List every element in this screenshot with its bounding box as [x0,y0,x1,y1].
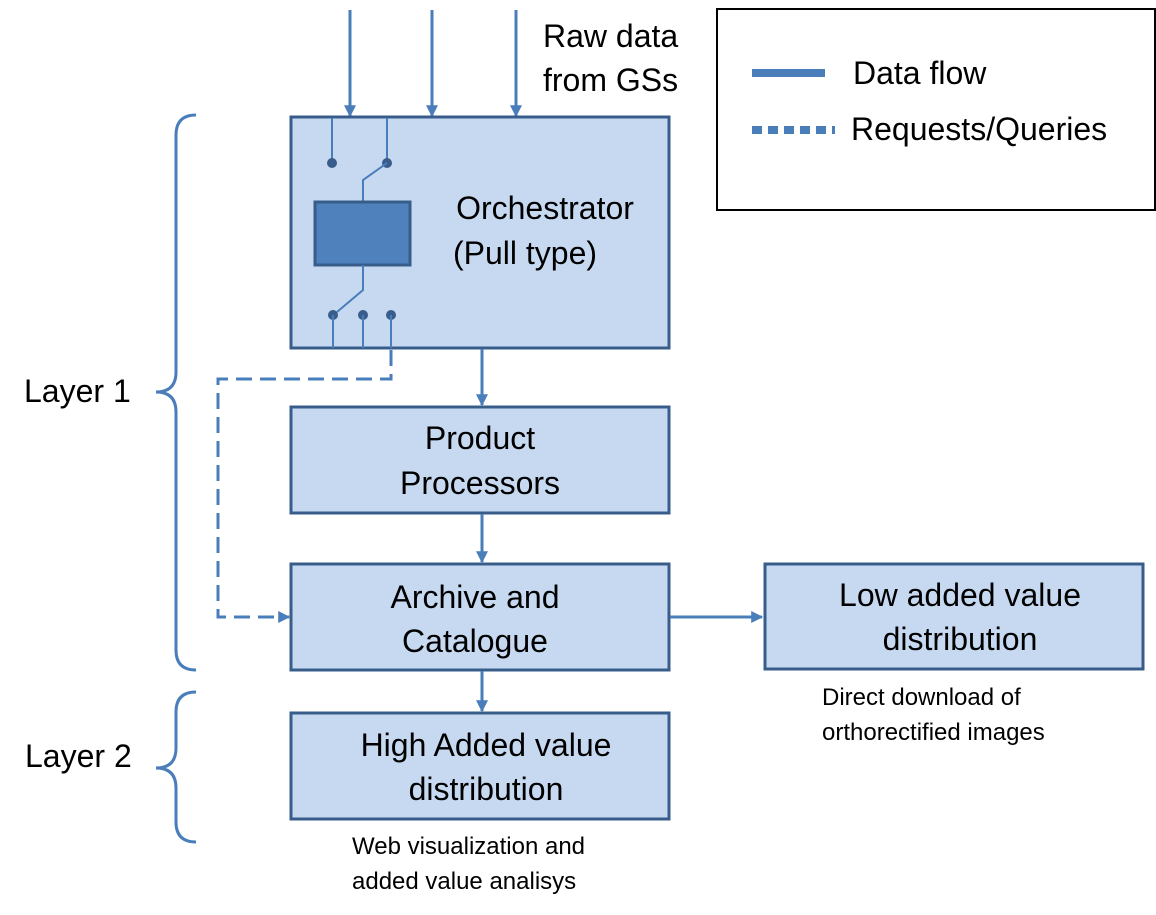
archive-label-line1: Archive and [391,579,560,615]
requests-dashed-path [216,350,393,623]
legend-requests-label: Requests/Queries [851,111,1107,147]
high-value-node: High Added value distribution [289,711,671,821]
processors-label-line2: Processors [400,465,560,501]
processors-box [289,405,671,515]
raw-data-arrows [344,10,522,118]
raw-data-label-line1: Raw data [543,18,678,54]
orchestrator-label-line2: (Pull type) [453,235,597,271]
orchestrator-node: Orchestrator (Pull type) [289,115,671,350]
layer1-label: Layer 1 [24,373,131,409]
layer1-brace [155,113,197,672]
high-value-box [289,711,671,821]
low-value-label-line2: distribution [883,621,1038,657]
web-vis-note-line1: Web visualization and [352,833,585,860]
low-value-box [763,562,1145,671]
legend-data-flow-label: Data flow [853,55,987,91]
processors-label-line1: Product [425,420,535,456]
raw-data-label-line2: from GSs [543,62,678,98]
archive-label-line2: Catalogue [402,623,548,659]
direct-download-note-line2: orthorectified images [822,719,1045,746]
archive-node: Archive and Catalogue [289,562,671,672]
layer2-brace [155,690,197,844]
web-vis-note-line2: added value analisys [352,868,576,895]
archive-box [289,562,671,672]
legend-box [716,8,1156,211]
high-value-label-line1: High Added value [361,727,612,763]
direct-download-note-line1: Direct download of [822,684,1021,711]
low-value-node: Low added value distribution [763,562,1145,671]
orchestrator-label-line1: Orchestrator [456,190,634,226]
layer2-label: Layer 2 [25,738,132,774]
low-value-label-line1: Low added value [839,577,1081,613]
high-value-label-line2: distribution [409,771,564,807]
processors-node: Product Processors [289,405,671,515]
switch-icon [313,118,412,348]
legend: Data flow Requests/Queries [716,8,1156,211]
